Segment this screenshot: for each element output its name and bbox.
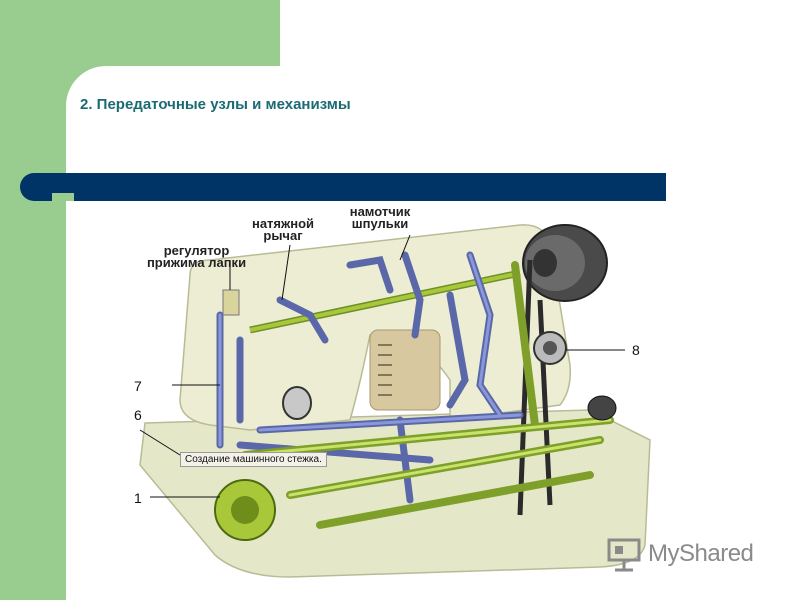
presentation-board-icon [607,538,641,572]
diagram-caption: Создание машинного стежка. [180,452,327,467]
sewing-machine-illustration [139,224,651,578]
watermark-text: MyShared [648,540,754,567]
bar-body [20,173,666,201]
bar-notch [52,193,74,201]
title-underline-bar [20,173,666,201]
watermark: MyShared [606,536,776,572]
callout-number-1: 1 [134,490,142,506]
label-foot-pressure-regulator: регулятор прижима лапки [146,243,247,270]
callout-number-6: 6 [134,407,142,423]
slide-title: 2. Передаточные узлы и механизмы [80,96,351,113]
callout-number-8: 8 [632,342,640,358]
machine-arm [179,224,572,431]
label-tension-lever: натяжной рычаг [251,216,315,243]
callout-number-7: 7 [134,378,142,394]
label-bobbin-winder: намотчик шпульки [349,204,411,231]
